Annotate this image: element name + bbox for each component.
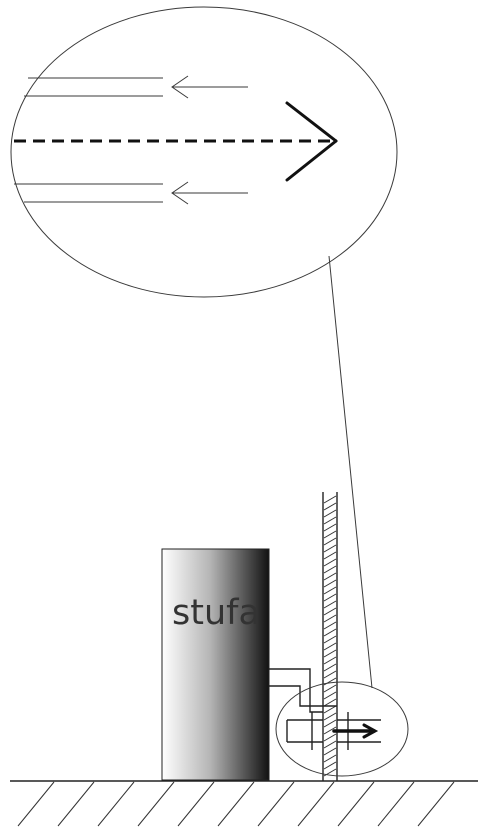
wall-hatch-line [323, 565, 337, 574]
detail-magnifier [10, 6, 398, 298]
floor-hatching [17, 781, 455, 827]
wall-hatch-line [323, 712, 337, 721]
floor-hatch-line [57, 781, 95, 827]
wall-vent [286, 712, 381, 750]
wall-hatch-line [323, 495, 337, 504]
wall-hatch-line [323, 733, 337, 742]
wall-hatch-line [323, 656, 337, 665]
wall-hatch-line [323, 628, 337, 637]
wall-hatch-line [323, 593, 337, 602]
magnifier-connector-line [328, 255, 373, 689]
floor-hatch-line [217, 781, 255, 827]
floor-hatch-line [17, 781, 55, 827]
detail-upper-air-arrow [24, 75, 248, 99]
wall-hatch-line [323, 691, 337, 700]
floor-hatch-line [337, 781, 375, 827]
wall-hatching [323, 495, 337, 777]
wall-hatch-line [323, 740, 337, 749]
wall-hatch-line [323, 663, 337, 672]
stove: stufa [161, 548, 270, 781]
detail-lower-air-arrow [14, 181, 248, 205]
wall-hatch-line [323, 698, 337, 707]
detail-ellipse [10, 6, 398, 298]
wall-hatch-line [323, 747, 337, 756]
wall-hatch-line [323, 572, 337, 581]
floor [10, 780, 478, 827]
floor-hatch-line [417, 781, 455, 827]
wall-hatch-line [323, 516, 337, 525]
wall-hatch-line [323, 607, 337, 616]
wall-hatch-line [323, 621, 337, 630]
floor-hatch-line [137, 781, 175, 827]
wall-hatch-line [323, 544, 337, 553]
floor-hatch-line [97, 781, 135, 827]
wall-hatch-line [323, 551, 337, 560]
floor-hatch-line [297, 781, 335, 827]
floor-hatch-line [177, 781, 215, 827]
wall-hatch-line [323, 523, 337, 532]
wall-hatch-line [323, 537, 337, 546]
detail-source-ellipse [275, 681, 409, 777]
wall-hatch-line [323, 600, 337, 609]
wall-hatch-line [323, 754, 337, 763]
wall-hatch-line [323, 684, 337, 693]
flue-pipe [269, 668, 337, 713]
wall-hatch-line [323, 761, 337, 770]
wall-hatch-line [323, 502, 337, 511]
wall-hatch-line [323, 586, 337, 595]
wall-hatch-line [323, 719, 337, 728]
wall-hatch-line [323, 530, 337, 539]
wall-hatch-line [323, 579, 337, 588]
floor-hatch-line [377, 781, 415, 827]
wall-hatch-line [323, 726, 337, 735]
stove-body [161, 548, 270, 781]
floor-hatch-line [257, 781, 295, 827]
wall-hatch-line [323, 509, 337, 518]
wall-hatch-line [323, 677, 337, 686]
stove-label: stufa [172, 593, 260, 633]
wall-hatch-line [323, 642, 337, 651]
detail-outflow-arrow [14, 101, 338, 182]
wall [322, 492, 338, 781]
wall-hatch-line [323, 558, 337, 567]
wall-hatch-line [323, 635, 337, 644]
wall-hatch-line [323, 649, 337, 658]
wall-hatch-line [323, 670, 337, 679]
wall-hatch-line [323, 705, 337, 714]
wall-hatch-line [323, 614, 337, 623]
